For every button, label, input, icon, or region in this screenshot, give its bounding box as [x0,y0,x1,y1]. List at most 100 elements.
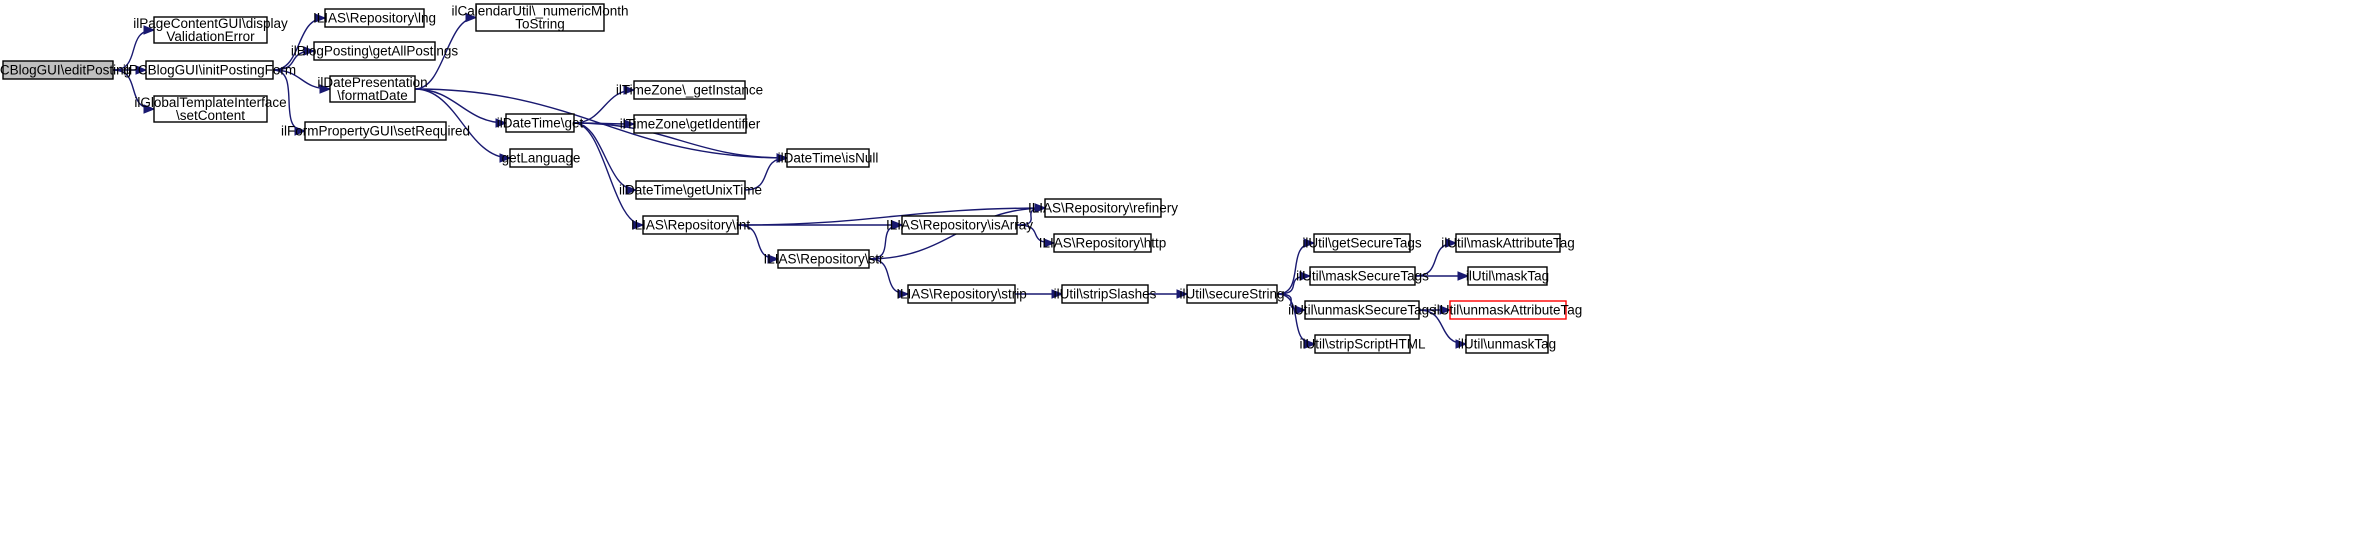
node-label-line: ValidationError [166,29,255,44]
node-ilutil-unmaskattributetag[interactable]: ilUtil\unmaskAttributeTag [1434,300,1583,320]
node-label-line: ILIAS\Repository\str [763,252,884,267]
arrowhead-icon [1043,238,1056,248]
node-box [509,148,573,168]
node-box [324,8,425,28]
node-box [329,75,416,103]
arrowhead-icon [294,126,307,136]
arrowhead-icon [1439,305,1452,315]
node-box [1304,300,1420,320]
node-ilutil-securestring[interactable]: ilUtil\secureString [1179,284,1285,304]
node-box [505,113,575,133]
node-label-line: ilCalendarUtil\_numericMonth [451,4,628,19]
node-ilpcbloggui-editposting[interactable]: ilPCBlogGUI\editPosting [0,60,131,80]
edge-n2-n6 [272,69,332,94]
node-box [642,215,739,235]
edge-n24-n28 [1415,271,1470,281]
arrowhead-icon [1051,289,1064,299]
node-label-line: ilUtil\maskTag [1466,269,1549,284]
node-box [635,180,746,200]
edge-n0-n3 [112,69,156,114]
node-ilutil-getsecuretags[interactable]: ilUtil\getSecureTags [1302,233,1422,253]
node-label-line: ILIAS\Repository\refinery [1028,201,1178,216]
arrowhead-icon [1176,289,1189,299]
edge-line [573,122,637,191]
node-ilblogposting-getallpostings[interactable]: ilBlogPosting\getAllPostings [291,41,459,61]
node-box [153,16,268,44]
node-box [1186,284,1278,304]
edge-n9-n15 [573,122,645,230]
node-getlanguage[interactable]: getLanguage [502,148,581,168]
node-ilutil-masksecuretags[interactable]: ilUtil\maskSecureTags [1296,266,1429,286]
arrowhead-icon [1294,305,1307,315]
edge-n24-n27 [1414,238,1458,277]
node-box [1044,198,1162,218]
edge-n22-n24 [1276,271,1312,295]
node-ildatepresentation-formatdate[interactable]: ilDatePresentation\formatDate [317,75,427,103]
arrowhead-icon [1299,271,1312,281]
arrowhead-icon [623,119,636,129]
edge-n18-n20 [868,258,910,299]
arrowhead-icon [1034,203,1047,213]
node-ilias-repository-http[interactable]: ILIAS\Repository\http [1039,233,1167,253]
node-ildatetime-isnull[interactable]: ilDateTime\isNull [778,148,879,168]
node-ilias-repository-int[interactable]: ILIAS\Repository\int [631,215,751,235]
arrowhead-icon [143,104,156,114]
arrowhead-icon [135,65,148,75]
node-ilutil-unmasktag[interactable]: ilUtil\unmaskTag [1458,334,1556,354]
node-box [1449,300,1567,320]
node-box [2,60,114,80]
node-ilutil-stripslashes[interactable]: ilUtil\stripSlashes [1054,284,1157,304]
node-iltimezone-getinstance[interactable]: ilTimeZone\_getInstance [616,80,763,100]
node-ilformpropertygui-setrequired[interactable]: ilFormPropertyGUI\setRequired [281,121,470,141]
arrowhead-icon [776,153,789,163]
arrowhead-icon [632,220,645,230]
node-box [777,249,870,269]
node-ilias-repository-isarray[interactable]: ILIAS\Repository\isArray [886,215,1033,235]
node-label-line: ilUtil\unmaskTag [1458,337,1556,352]
edges-layer [112,12,1470,349]
node-ilutil-unmasksecuretags[interactable]: ilUtil\unmaskSecureTags [1288,300,1436,320]
node-label-line: ilGlobalTemplateInterface [134,95,286,110]
node-label-line: \setContent [176,108,245,123]
arrowhead-icon [1457,271,1470,281]
node-ilutil-stripscripthtml[interactable]: ilUtil\stripScriptHTML [1299,334,1426,354]
node-iltimezone-getidentifier[interactable]: ilTimeZone\getIdentifier [620,114,761,134]
node-label-line: ILIAS\Repository\http [1039,236,1167,251]
edge-line [573,122,788,159]
node-label-line: ILIAS\Repository\strip [896,287,1027,302]
node-ilglobaltemplateinterface-setcontent[interactable]: ilGlobalTemplateInterface\setContent [134,95,286,123]
node-ilutil-maskattributetag[interactable]: ilUtil\maskAttributeTag [1441,233,1575,253]
node-label-line: ilUtil\maskSecureTags [1296,269,1429,284]
edge-n9-n12 [573,85,636,124]
node-ilias-repository-lng[interactable]: ILIAS\Repository\lng [313,8,436,28]
node-ilias-repository-strip[interactable]: ILIAS\Repository\strip [896,284,1027,304]
node-label-line: ilUtil\stripScriptHTML [1299,337,1426,352]
node-box [633,114,747,134]
node-box [304,121,447,141]
node-label-line: ilPCBlogGUI\editPosting [0,63,131,78]
arrowhead-icon [1304,339,1317,349]
edge-n6-n9 [414,88,508,128]
node-box [475,3,605,32]
node-label-line: ilUtil\getSecureTags [1302,236,1422,251]
node-box [153,95,268,123]
node-label-line: ToString [515,17,565,32]
edge-n18-n17 [868,220,904,260]
node-ilpcbloggui-initpostingform[interactable]: ilPCBlogGUI\initPostingForm [123,60,296,80]
node-box [1313,233,1411,253]
node-label-line: \formatDate [337,88,408,103]
node-ildatetime-getunixtime[interactable]: ilDateTime\getUnixTime [619,180,762,200]
edge-n6-n8 [414,12,478,90]
edge-n17-n19 [1016,224,1056,248]
node-ilias-repository-str[interactable]: ILIAS\Repository\str [763,249,884,269]
arrowhead-icon [1445,238,1458,248]
arrowhead-icon [891,220,904,230]
node-ilias-repository-refinery[interactable]: ILIAS\Repository\refinery [1028,198,1178,218]
node-ildatetime-get[interactable]: ilDateTime\get [497,113,584,133]
node-label-line: ilFormPropertyGUI\setRequired [281,124,470,139]
node-ilutil-masktag[interactable]: ilUtil\maskTag [1466,266,1549,286]
node-box [313,41,436,61]
node-label-line: ilTimeZone\_getInstance [616,83,763,98]
